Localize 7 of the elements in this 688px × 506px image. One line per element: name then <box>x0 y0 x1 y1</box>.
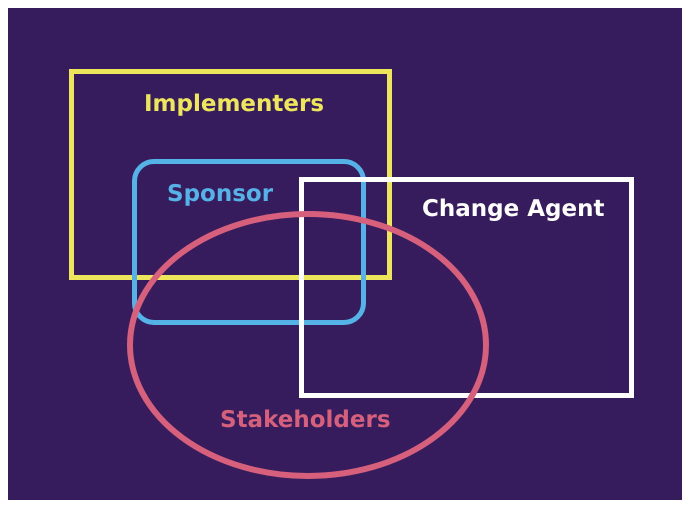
group-title: Stakeholders <box>220 407 391 433</box>
change-agent-frame <box>299 177 634 398</box>
group-title: Change Agent <box>422 196 604 222</box>
implementers-frame <box>69 69 392 280</box>
sponsor-frame <box>132 159 366 325</box>
group-title: Sponsor <box>167 181 274 207</box>
group-title: Implementers <box>144 91 324 117</box>
